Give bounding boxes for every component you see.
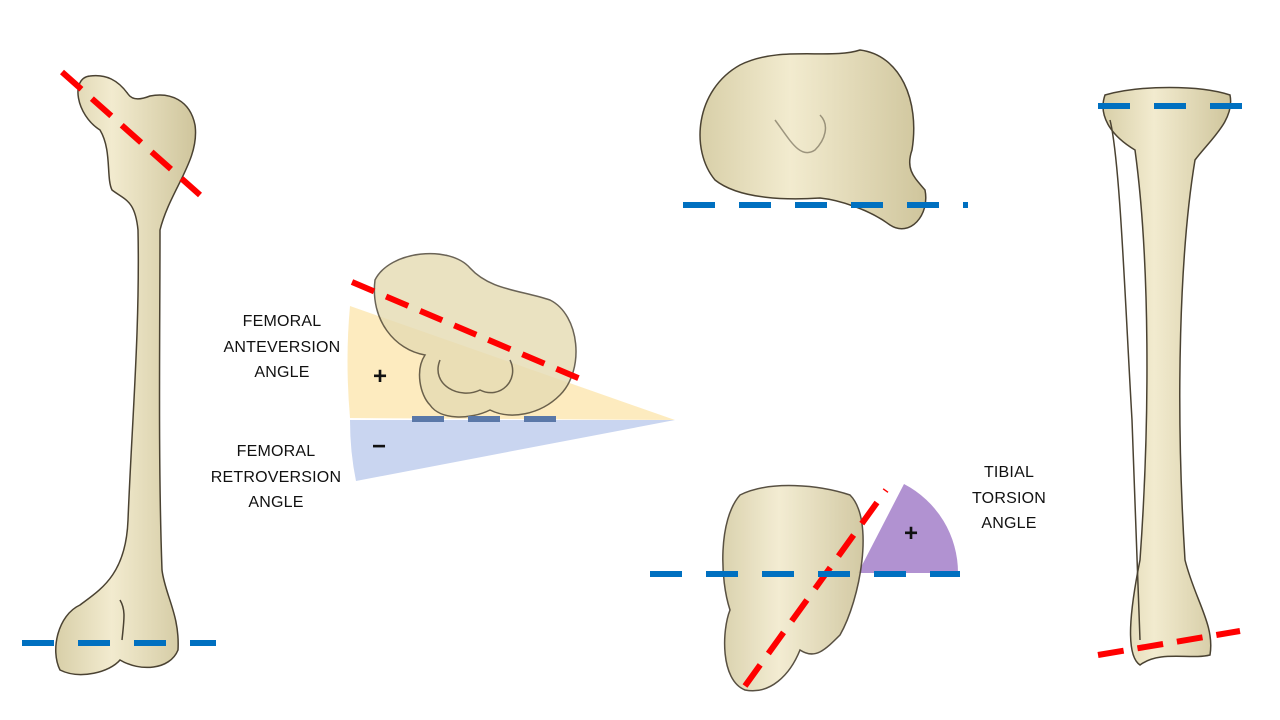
tibia-malleolar-axis-red xyxy=(1097,628,1241,658)
tibial-torsion-label: TIBIAL TORSION ANGLE xyxy=(954,460,1064,537)
retroversion-wedge xyxy=(350,420,675,481)
anteversion-label-line-2: ANTEVERSION xyxy=(223,338,341,356)
tibial-label-line-2: TORSION xyxy=(971,489,1046,507)
tibial-label-line-3: ANGLE xyxy=(981,515,1037,532)
retroversion-minus-sign: − xyxy=(372,433,387,460)
tibia-bottom-view xyxy=(722,484,864,692)
tibial-torsion-axis-red xyxy=(742,488,889,688)
anteversion-label-line-3: ANGLE xyxy=(254,364,310,381)
femur-front-view xyxy=(55,74,197,676)
anteversion-label-line-1: FEMORAL xyxy=(242,313,322,330)
retroversion-label: FEMORAL RETROVERSION ANGLE xyxy=(196,439,356,516)
femur-neck-axis-red xyxy=(60,69,202,198)
retroversion-label-line-2: RETROVERSION xyxy=(210,468,342,486)
retroversion-label-line-3: ANGLE xyxy=(248,494,304,511)
tibial-plus-sign: + xyxy=(904,520,919,547)
femur-anteversion-axis-red xyxy=(350,279,592,386)
anteversion-label: FEMORAL ANTEVERSION ANGLE xyxy=(212,309,352,386)
tibial-label-line-1: TIBIAL xyxy=(983,464,1035,481)
tibia-top-view xyxy=(699,49,927,230)
tibial-torsion-sector xyxy=(858,484,959,573)
retroversion-label-line-1: FEMORAL xyxy=(236,443,316,460)
tibia-front-view xyxy=(1102,86,1232,666)
anteversion-plus-sign: + xyxy=(373,363,388,390)
